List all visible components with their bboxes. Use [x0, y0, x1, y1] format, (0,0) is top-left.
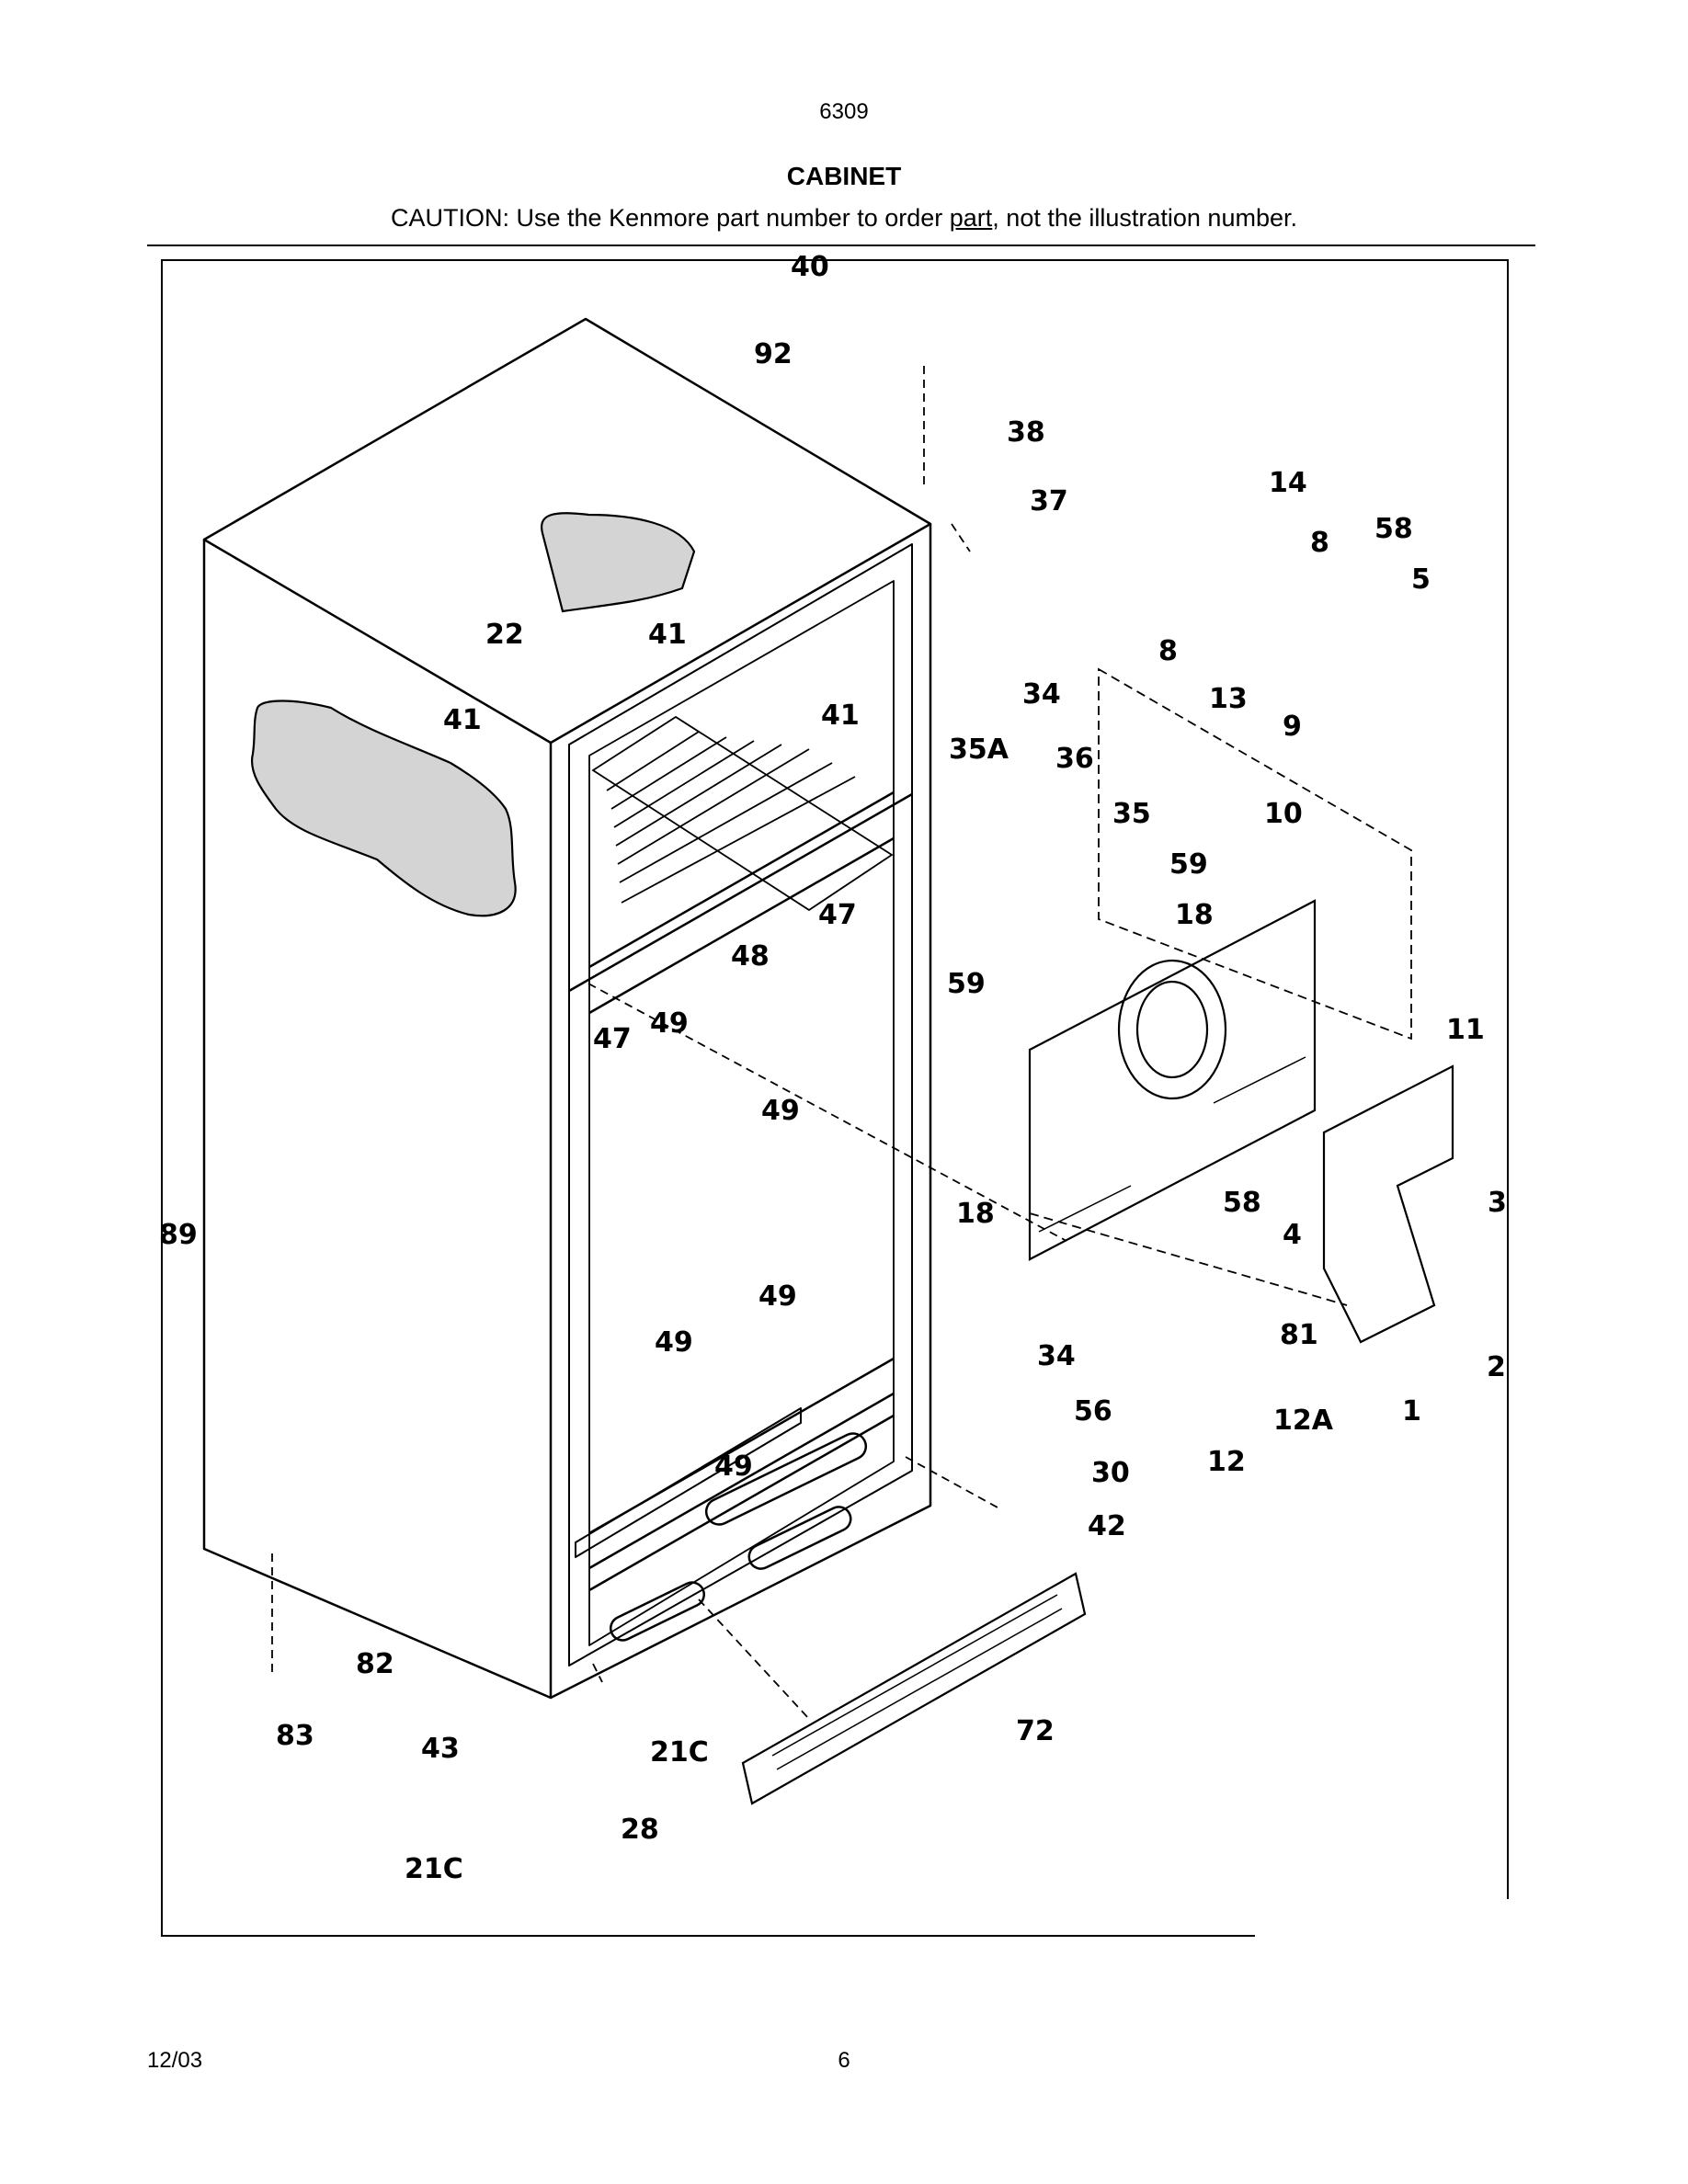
control-housing: [1322, 1064, 1454, 1344]
part-number-label: 48: [731, 940, 770, 973]
part-number-label: 40: [791, 251, 829, 283]
part-number-label: 49: [761, 1095, 800, 1127]
part-number-label: 12A: [1273, 1405, 1334, 1437]
cabinet-body: [202, 317, 932, 1700]
part-number-label: 21C: [405, 1853, 463, 1885]
part-number-label: 1: [1402, 1395, 1421, 1428]
part-number-label: 28: [621, 1814, 659, 1846]
part-number-label: 59: [947, 968, 986, 1000]
evaporator-cover-panel: [1028, 899, 1317, 1261]
freezer-shelf-grille: [591, 715, 894, 912]
part-number-label: 30: [1091, 1457, 1130, 1489]
part-number-label: 4: [1283, 1219, 1302, 1251]
part-number-label: 41: [821, 700, 860, 732]
part-number-label: 41: [648, 619, 687, 651]
caution-underlined-word: part: [949, 204, 993, 232]
diagram-frame: [161, 259, 1509, 1937]
part-number-label: 18: [956, 1198, 995, 1230]
part-number-label: 58: [1374, 513, 1413, 545]
part-number-label: 83: [276, 1720, 314, 1752]
part-number-label: 49: [655, 1326, 693, 1359]
part-number-label: 8: [1310, 527, 1329, 559]
part-number-label: 10: [1264, 798, 1303, 830]
page-title: CABINET: [786, 162, 902, 190]
toe-grille: [741, 1572, 1087, 1805]
part-number-label: 81: [1280, 1319, 1318, 1351]
part-number-label: 37: [1030, 485, 1068, 518]
part-number-label: 14: [1269, 467, 1307, 499]
part-number-label: 34: [1022, 678, 1061, 711]
header-divider: [147, 245, 1535, 246]
part-number-label: 89: [159, 1219, 198, 1251]
part-number-label: 2: [1487, 1351, 1506, 1383]
part-number-label: 8: [1158, 635, 1178, 667]
part-number-label: 35A: [949, 734, 1009, 766]
part-number-label: 41: [443, 704, 482, 736]
part-number-label: 11: [1446, 1014, 1485, 1046]
part-number-label: 58: [1223, 1187, 1261, 1219]
part-number-label: 12: [1207, 1446, 1246, 1478]
part-number-label: 49: [650, 1007, 689, 1040]
part-number-label: 18: [1175, 899, 1214, 931]
part-number-label: 92: [754, 338, 793, 370]
part-number-label: 35: [1112, 798, 1151, 830]
caution-note: CAUTION: Use the Kenmore part number to …: [0, 204, 1688, 233]
caution-text-end: , not the illustration number.: [992, 204, 1297, 232]
part-number-label: 72: [1016, 1715, 1055, 1747]
fan-assembly-dashed-box: [1029, 667, 1412, 1306]
part-number-label: 5: [1411, 563, 1431, 596]
part-number-label: 21C: [650, 1736, 709, 1769]
part-number-label: 22: [485, 619, 524, 651]
part-number-label: 82: [356, 1648, 394, 1680]
part-number-label: 38: [1007, 416, 1045, 449]
part-number-label: 13: [1209, 683, 1248, 715]
part-number-label: 36: [1055, 743, 1094, 775]
part-number-label: 34: [1037, 1340, 1076, 1372]
part-number-label: 47: [818, 899, 857, 931]
part-number-label: 56: [1074, 1395, 1112, 1428]
part-number-label: 49: [714, 1450, 753, 1483]
part-number-label: 43: [421, 1733, 460, 1765]
part-number-label: 59: [1169, 848, 1208, 881]
part-number-label: 47: [593, 1023, 632, 1055]
footer-page-number: 6: [838, 2048, 850, 2073]
page-code: 6309: [819, 99, 869, 124]
part-number-label: 3: [1488, 1187, 1507, 1219]
caution-text-start: CAUTION: Use the Kenmore part number to …: [391, 204, 950, 232]
assembly-dashed-lines: [271, 366, 1067, 1720]
insulation-cutaways: [250, 512, 696, 917]
footer-date: 12/03: [147, 2048, 203, 2073]
part-number-label: 49: [758, 1280, 797, 1313]
part-number-label: 42: [1088, 1510, 1126, 1542]
part-number-label: 9: [1283, 711, 1302, 743]
